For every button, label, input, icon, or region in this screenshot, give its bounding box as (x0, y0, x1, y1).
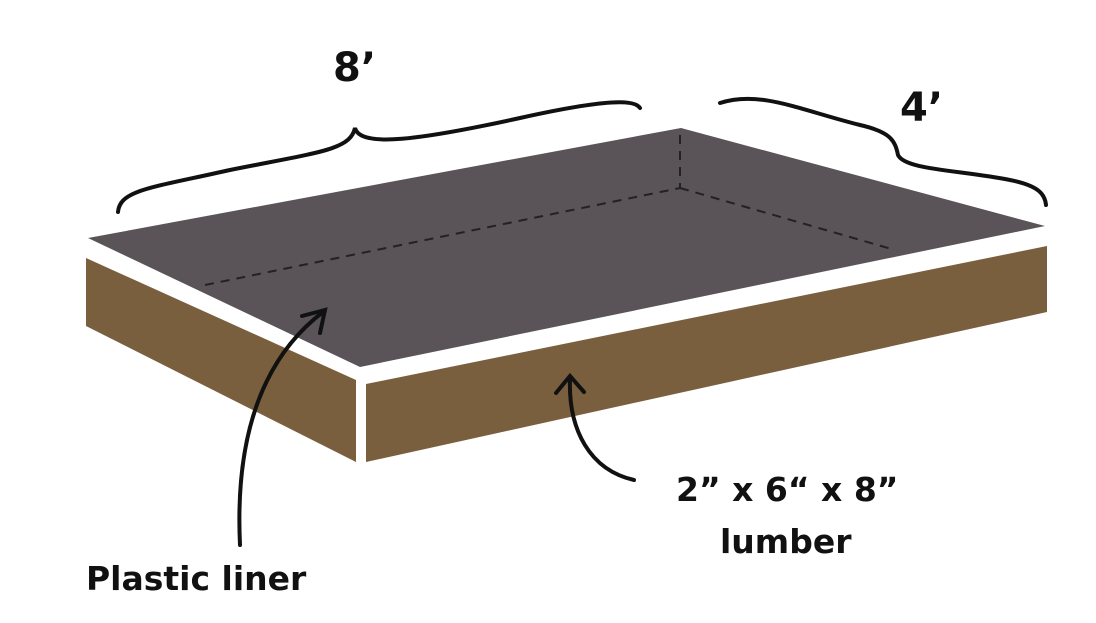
width-brace (718, 96, 1048, 207)
left-side-board (86, 258, 356, 462)
liner-fold-lines (204, 135, 896, 286)
plastic-liner (88, 128, 1045, 367)
lumber-label-line1: 2” x 6“ x 8” (676, 470, 899, 509)
lumber-arrowhead (554, 372, 586, 395)
length-brace (116, 100, 642, 214)
liner-arrowhead (300, 307, 328, 335)
length-label: 8’ (333, 45, 377, 91)
liner-arrow (237, 310, 325, 547)
lumber-label-line2: lumber (720, 522, 852, 561)
dimension-braces (116, 96, 1048, 214)
lumber-arrow (567, 376, 636, 482)
front-side-board (366, 246, 1047, 462)
callout-arrows (237, 307, 636, 547)
width-label: 4’ (900, 85, 944, 131)
liner-label: Plastic liner (86, 559, 307, 598)
